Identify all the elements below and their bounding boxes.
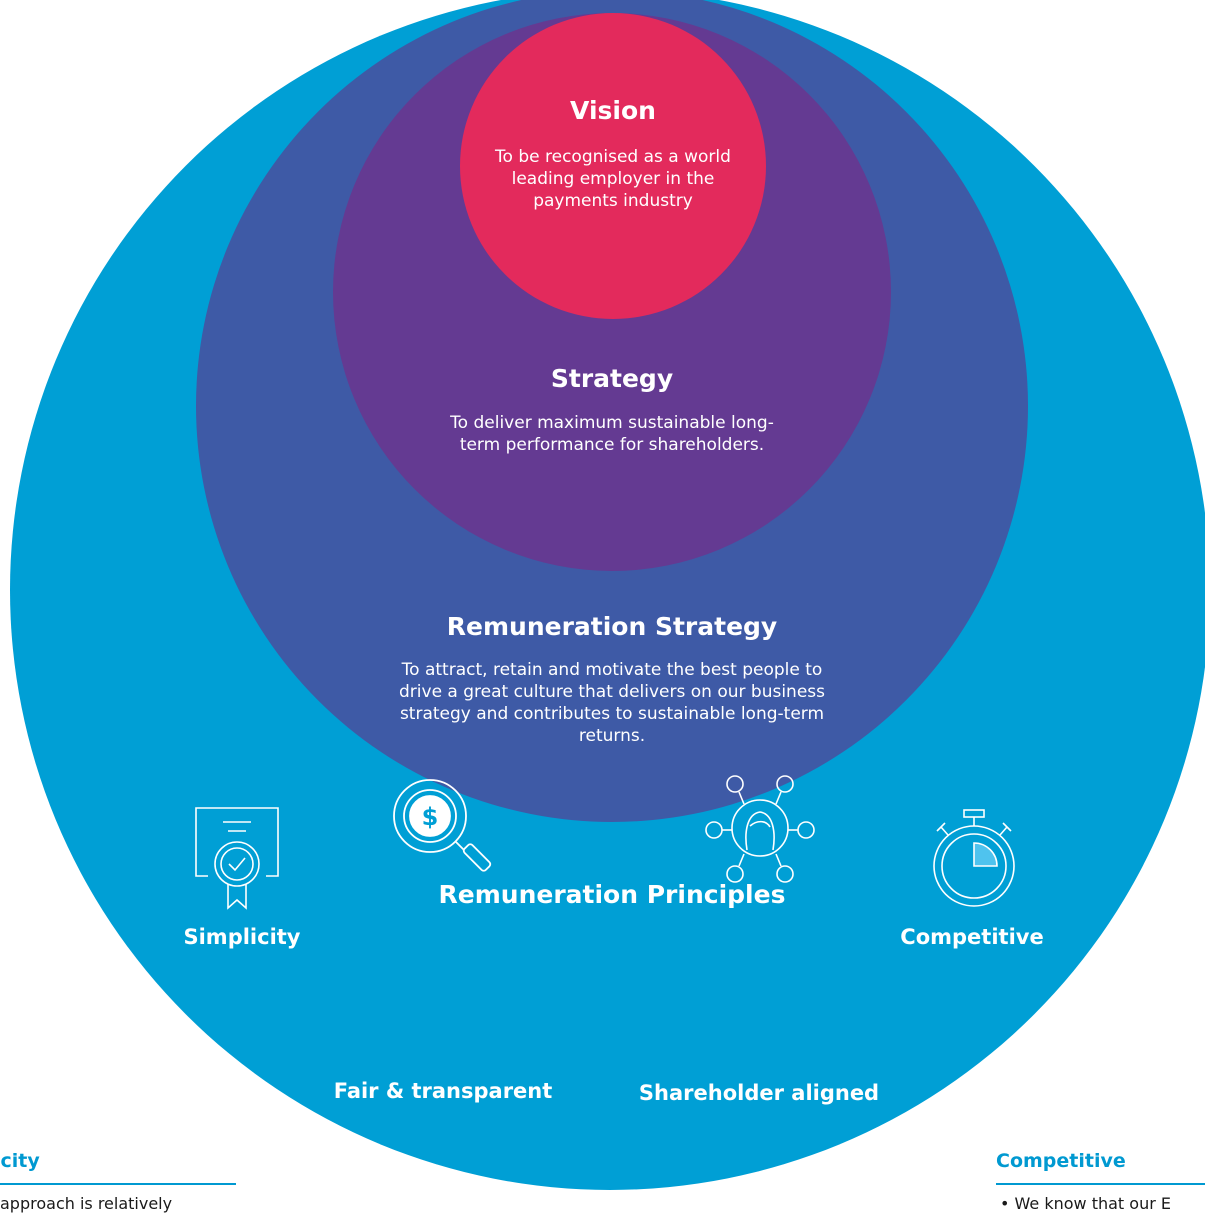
simplicity-section-heading: icity [0, 1150, 40, 1172]
vision-circle [460, 13, 766, 319]
certificate-icon [195, 807, 279, 910]
fair-transparent-label: Fair & transparent [333, 1079, 553, 1103]
strategy-description: To deliver maximum sustainable long-term… [450, 413, 774, 455]
simplicity-label: Simplicity [183, 925, 301, 949]
shareholder-aligned-label: Shareholder aligned [638, 1081, 880, 1105]
simplicity-section-text: approach is relatively [0, 1194, 173, 1213]
strategy-title: Strategy [550, 364, 674, 393]
svg-text:$: $ [422, 803, 439, 831]
network-person-icon [705, 775, 815, 883]
magnifier-dollar-icon: $ [393, 779, 492, 872]
competitive-label: Competitive [900, 925, 1044, 949]
vision-description: To be recognised as a world leading empl… [495, 147, 731, 211]
vision-title: Vision [570, 96, 656, 125]
stopwatch-icon [933, 809, 1015, 907]
competitive-section-heading: Competitive [996, 1150, 1126, 1172]
right-divider [996, 1183, 1205, 1185]
principles-title: Remuneration Principles [438, 880, 786, 909]
left-divider [0, 1183, 236, 1185]
competitive-section-text: • We know that our E [1000, 1194, 1171, 1213]
remuneration-strategy-description: To attract, retain and motivate the best… [399, 660, 825, 746]
remuneration-strategy-title: Remuneration Strategy [446, 612, 778, 641]
